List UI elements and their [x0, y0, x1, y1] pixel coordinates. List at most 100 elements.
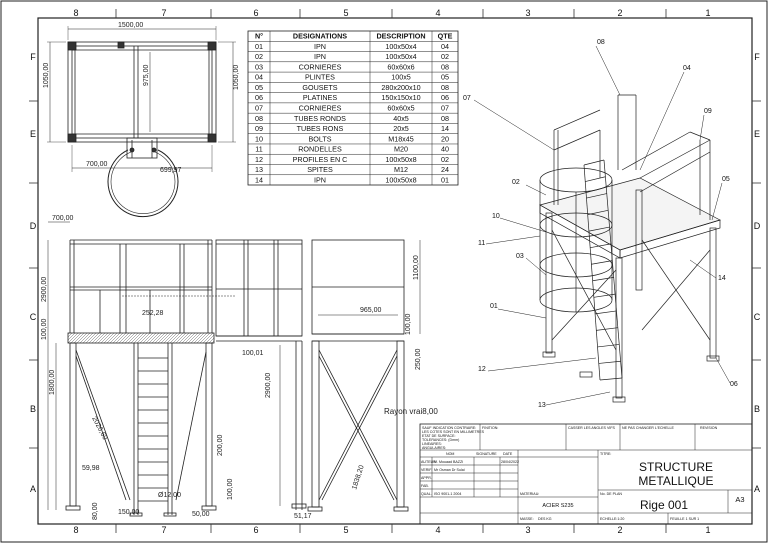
- tb-note-6: ANGULAIRES:: [422, 446, 446, 450]
- row-label-c-right: C: [754, 312, 761, 322]
- iso-ladder-rung: [597, 344, 620, 348]
- col-label-8-bottom: 8: [73, 525, 78, 535]
- bom-cell: 40x5: [393, 114, 409, 123]
- callout-08: 08: [597, 39, 605, 46]
- iso-ladder-rung: [595, 310, 617, 315]
- bom-header-cell: QTE: [438, 32, 453, 41]
- col-label-3-bottom: 3: [525, 525, 530, 535]
- tb-qual-value: ISO 9001-1 2004: [434, 492, 461, 496]
- tb-masse-value: DES KG: [538, 517, 552, 521]
- bom-cell: PLINTES: [305, 73, 335, 82]
- tb-auteur-name: M. Mouaad BAZZI: [434, 460, 463, 464]
- dim-front-80: 80,00: [92, 502, 99, 520]
- bom-cell: 100x50x4: [385, 52, 416, 61]
- dim-mid-5050: 50,00: [192, 511, 210, 518]
- dim-plan-inner-height: 975,00: [143, 64, 150, 86]
- bom-cell: CORNIERES: [299, 62, 342, 71]
- callout-13: 13: [538, 402, 546, 409]
- col-label-1-bottom: 1: [705, 525, 710, 535]
- tb-nepas: NE PAS CHANGER L'ECHELLE: [622, 426, 675, 430]
- col-label-4-bottom: 4: [435, 525, 440, 535]
- bom-cell: TUBES RONS: [297, 124, 344, 133]
- dim-front-diag: 2026,60: [90, 416, 108, 442]
- bom-cell: 60x60x5: [387, 103, 414, 112]
- row-label-e-right: E: [754, 129, 760, 139]
- dim-radius-note: Rayon vrai8,00: [384, 407, 438, 416]
- tb-verif-label: VERIF.: [421, 468, 432, 472]
- tb-note-1: SAUF INDICATION CONTRAIRE:: [422, 426, 476, 430]
- callout-04: 04: [683, 65, 691, 72]
- tb-col-nom: NOM: [446, 452, 454, 456]
- bom-cell: 11: [255, 145, 262, 154]
- row-label-d-right: D: [754, 221, 761, 231]
- bom-cell: 40: [441, 145, 449, 154]
- bom-cell: 20x5: [393, 124, 409, 133]
- bom-cell: IPN: [314, 52, 326, 61]
- dim-plan-left-height: 1050,00: [43, 63, 50, 88]
- tb-appr-label: APPR.: [421, 476, 432, 480]
- row-label-a-left: A: [30, 484, 36, 494]
- bom-cell: CORNIERES: [299, 103, 342, 112]
- callout-10: 10: [492, 213, 500, 220]
- dim-plan-bottom-left: 700,00: [86, 161, 108, 168]
- iso-ladder-rung: [587, 209, 609, 215]
- tb-col-date: DATE: [503, 452, 513, 456]
- bom-cell: 05: [441, 73, 449, 82]
- bom-cell: PLATINES: [303, 93, 337, 102]
- iso-ladder-rung: [583, 159, 605, 166]
- bom-cell: GOUSETS: [302, 83, 337, 92]
- col-label-5-bottom: 5: [343, 525, 348, 535]
- bom-header-cell: DESCRIPTION: [376, 32, 425, 41]
- col-label-5-top: 5: [343, 8, 348, 18]
- bom-cell: 12: [255, 155, 263, 164]
- title-block: [419, 423, 753, 525]
- tb-masse-label: MASSE:: [520, 517, 534, 521]
- row-label-c-left: C: [30, 312, 37, 322]
- iso-ladder-rung: [599, 377, 623, 381]
- col-label-8-top: 8: [73, 8, 78, 18]
- dim-mid-100b: 100,00: [227, 478, 234, 500]
- row-label-f-left: F: [30, 52, 36, 62]
- iso-ladder-rung: [593, 293, 616, 298]
- iso-ladder-rung: [592, 277, 614, 282]
- tb-fab-label: FAB.: [421, 484, 429, 488]
- row-label-f-right: F: [754, 52, 760, 62]
- callout-02: 02: [512, 179, 520, 186]
- tb-auteur-label: AUTEUR: [421, 460, 436, 464]
- bom-cell: 13: [255, 165, 263, 174]
- callout-03: 03: [516, 253, 524, 260]
- dim-front-top-left: 700,00: [52, 215, 74, 222]
- col-label-2-top: 2: [617, 8, 622, 18]
- tb-qual-label: QUAL.: [421, 492, 432, 496]
- bom-cell: 20: [441, 134, 449, 143]
- bom-cell: 09: [255, 124, 263, 133]
- iso-ladder-rung: [591, 260, 613, 265]
- bom-cell: RONDELLES: [298, 145, 342, 154]
- bom-cell: SPITES: [307, 165, 333, 174]
- tb-feuille: FEUILLE 1 SUR 1: [670, 517, 699, 521]
- bom-cell: 100x5: [391, 73, 411, 82]
- bom-cell: M20: [394, 145, 408, 154]
- bom-cell: 07: [441, 103, 449, 112]
- col-label-7-bottom: 7: [161, 525, 166, 535]
- iso-ladder-rung: [588, 226, 610, 232]
- callout-12: 12: [478, 366, 486, 373]
- callout-05: 05: [722, 176, 730, 183]
- callout-11: 11: [478, 240, 485, 247]
- dim-right-965: 965,00: [360, 307, 382, 314]
- bom-cell: 03: [255, 62, 263, 71]
- inner-border: [37, 17, 753, 525]
- dim-plan-bottom-right: 699,97: [160, 167, 182, 174]
- bom-cell: 14: [255, 175, 263, 184]
- row-label-b-right: B: [754, 404, 760, 414]
- bom-cell: TUBES RONDS: [294, 114, 346, 123]
- callout-09: 09: [704, 108, 712, 115]
- tb-nodeplan-label: No. DE PLAN: [600, 492, 622, 496]
- bom-cell: 08: [255, 114, 263, 123]
- bom-cell: 05: [255, 83, 263, 92]
- tb-title-line1: STRUCTURE: [639, 460, 713, 474]
- front-elevation: [47, 221, 217, 517]
- iso-ladder-rung: [590, 243, 611, 249]
